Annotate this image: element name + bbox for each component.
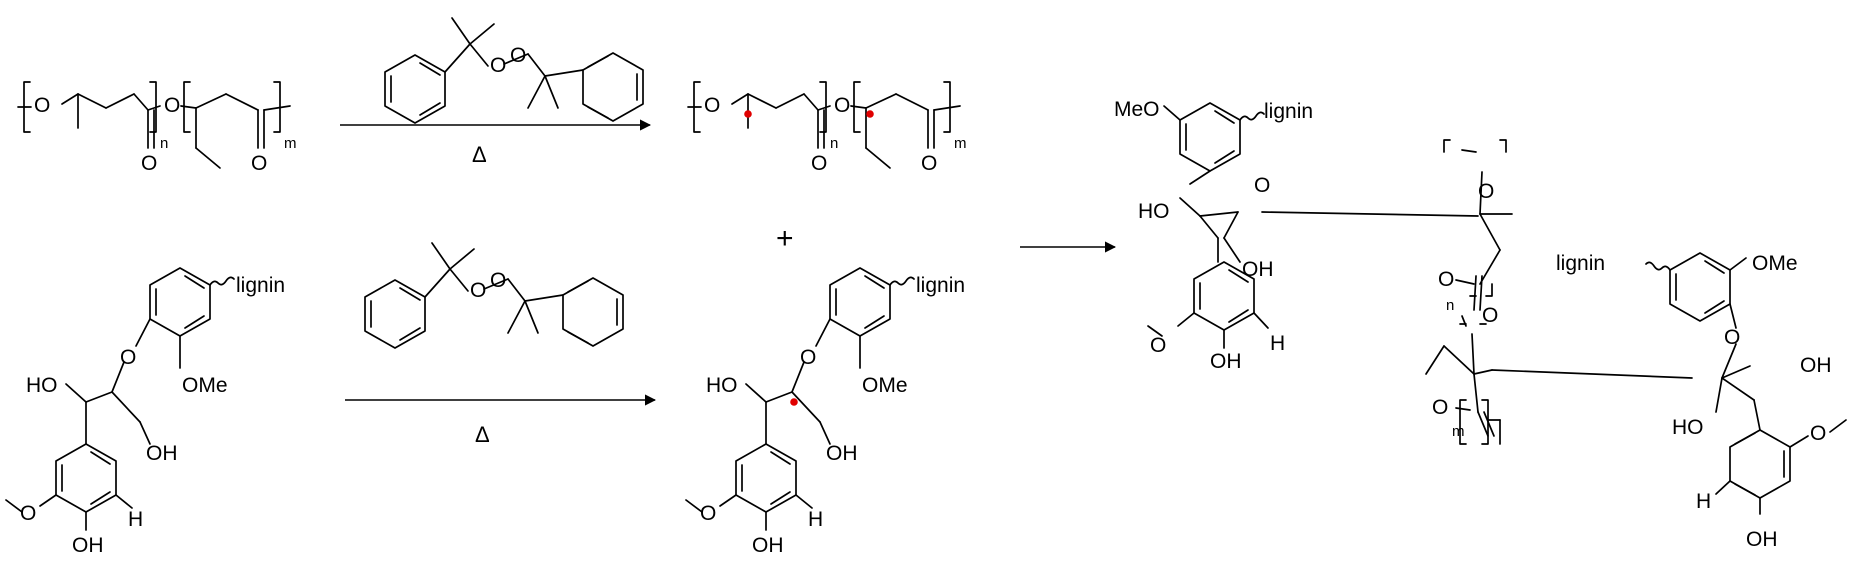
atom-o: O	[251, 152, 267, 175]
atom-ome: OMe	[182, 374, 228, 397]
atom-oh: OH	[1210, 350, 1242, 373]
atom-ho: HO	[706, 374, 738, 397]
atom-o: O	[1438, 268, 1454, 291]
phbv-radical-product: O O O O n m	[687, 81, 967, 175]
atom-o: O	[811, 152, 827, 175]
subscript-m: m	[284, 135, 297, 152]
lignin-radical-product: lignin O OMe HO OH H OH O	[685, 267, 965, 557]
atom-oh: OH	[72, 534, 104, 557]
atom-ome: OMe	[1752, 252, 1798, 275]
atom-oh: OH	[1242, 258, 1274, 281]
atom-ho: HO	[1672, 416, 1704, 439]
atom-o: O	[490, 54, 506, 77]
atom-o: O	[1724, 326, 1740, 349]
atom-o: O	[921, 152, 937, 175]
atom-o: O	[120, 346, 136, 369]
lignin-label: lignin	[236, 274, 285, 297]
atom-ome: OMe	[862, 374, 908, 397]
radical-dot	[744, 110, 752, 118]
atom-o: O	[1482, 304, 1498, 327]
radical-dot	[866, 110, 874, 118]
subscript-n: n	[830, 135, 838, 152]
atom-o: O	[510, 44, 526, 67]
atom-h: H	[128, 508, 143, 531]
atom-ho: HO	[1138, 200, 1170, 223]
atom-ho: HO	[26, 374, 58, 397]
lignin-reactant: lignin O OMe HO OH H OH O	[5, 267, 285, 557]
atom-o: O	[1254, 174, 1270, 197]
phbv-reactant: O O O O n m	[17, 81, 297, 175]
atom-o: O	[490, 269, 506, 292]
dicumyl-peroxide-bottom: O O	[364, 242, 624, 349]
atom-o: O	[470, 279, 486, 302]
atom-o: O	[1150, 334, 1166, 357]
atom-oh: OH	[752, 534, 784, 557]
subscript-n: n	[1446, 297, 1454, 314]
atom-o: O	[34, 94, 50, 117]
heat-label: Δ	[475, 422, 490, 447]
atom-o: O	[1810, 422, 1826, 445]
lignin-label: lignin	[1264, 100, 1313, 123]
grafted-product: MeO lignin O HO OH H OH O O O n O lignin…	[1114, 98, 1847, 551]
subscript-n: n	[160, 135, 168, 152]
atom-oh: OH	[826, 442, 858, 465]
plus-sign: +	[776, 222, 794, 255]
atom-o: O	[700, 502, 716, 525]
atom-oh: OH	[1800, 354, 1832, 377]
atom-h: H	[808, 508, 823, 531]
dicumyl-peroxide-top: O O	[384, 17, 644, 124]
atom-o: O	[20, 502, 36, 525]
atom-h: H	[1696, 490, 1711, 513]
atom-o: O	[834, 94, 850, 117]
atom-h: H	[1270, 332, 1285, 355]
atom-o: O	[1432, 396, 1448, 419]
atom-o: O	[164, 94, 180, 117]
radical-dot	[790, 398, 798, 406]
atom-o: O	[1478, 180, 1494, 203]
subscript-m: m	[954, 135, 967, 152]
lignin-label: lignin	[916, 274, 965, 297]
atom-oh: OH	[146, 442, 178, 465]
atom-o: O	[800, 346, 816, 369]
heat-label: Δ	[472, 142, 487, 167]
subscript-m: m	[1452, 423, 1465, 440]
atom-oh: OH	[1746, 528, 1778, 551]
atom-o: O	[141, 152, 157, 175]
atom-o: O	[704, 94, 720, 117]
atom-meo: MeO	[1114, 98, 1160, 121]
lignin-label: lignin	[1556, 252, 1605, 275]
